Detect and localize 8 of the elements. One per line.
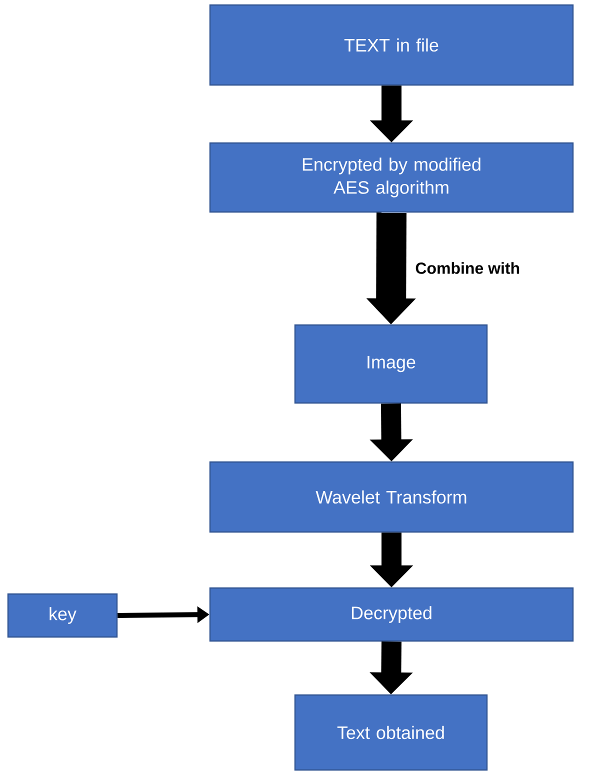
edge-label: Combine with [416,262,520,274]
process-box: Image [294,324,488,404]
process-box: key [7,593,118,638]
process-box: Encrypted by modified AES algorithm [209,142,574,213]
process-box: Wavelet Transform [209,461,574,533]
process-box: Text obtained [294,694,488,771]
process-box: Decrypted [209,587,574,642]
process-box: TEXT in file [209,4,574,86]
